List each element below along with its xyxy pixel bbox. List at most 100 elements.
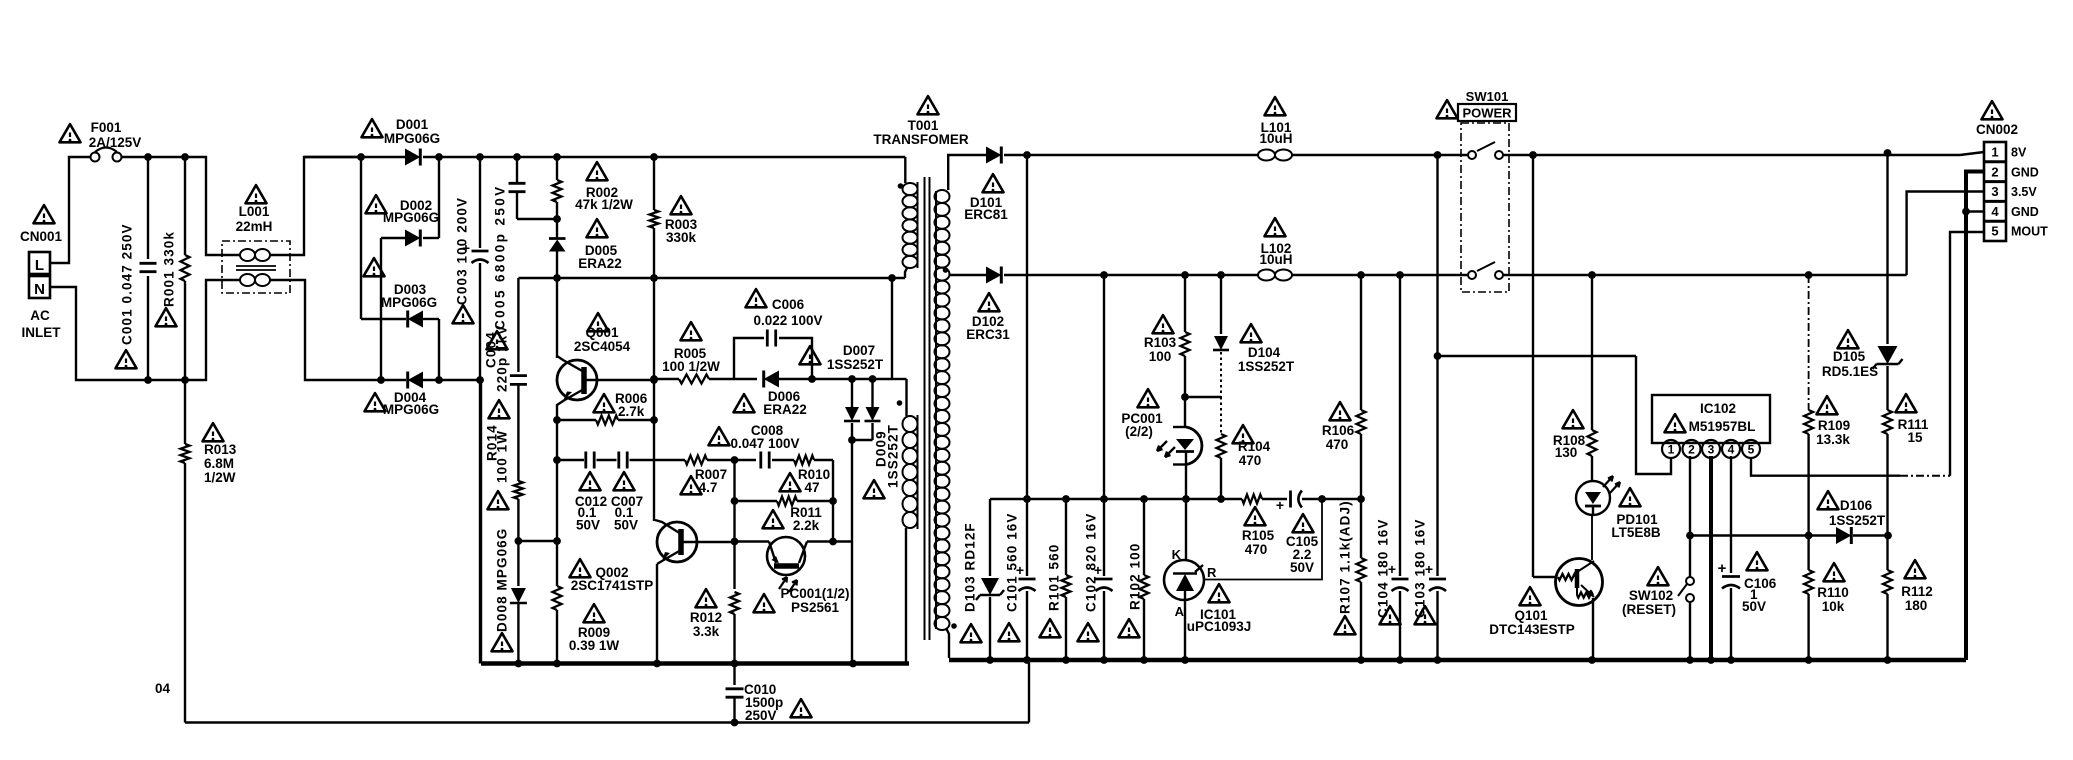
svg-text:100 1/2W: 100 1/2W — [662, 359, 720, 374]
svg-text:C106: C106 — [1744, 576, 1777, 591]
svg-text:C010: C010 — [744, 682, 776, 697]
svg-text:D006: D006 — [768, 389, 801, 404]
svg-text:+: + — [1718, 560, 1727, 577]
svg-text:3.3k: 3.3k — [693, 624, 720, 639]
svg-text:LT5E8B: LT5E8B — [1611, 525, 1661, 540]
svg-text:5: 5 — [1991, 224, 1998, 239]
svg-text:47: 47 — [804, 480, 819, 495]
svg-text:MPG06G: MPG06G — [383, 402, 439, 417]
svg-text:1/2W: 1/2W — [204, 470, 236, 485]
svg-text:R101 560: R101 560 — [1046, 544, 1061, 611]
svg-text:5: 5 — [1748, 443, 1755, 457]
svg-text:C102 820 16V: C102 820 16V — [1083, 512, 1098, 612]
svg-text:3.5V: 3.5V — [2011, 185, 2037, 199]
svg-text:4: 4 — [1728, 443, 1735, 457]
svg-text:50V: 50V — [1742, 599, 1766, 614]
svg-text:ERA22: ERA22 — [763, 402, 807, 417]
svg-text:2.2: 2.2 — [1293, 547, 1312, 562]
svg-text:A: A — [1175, 604, 1185, 619]
svg-text:0.047 100V: 0.047 100V — [730, 436, 799, 451]
svg-text:C005 6800p 250V: C005 6800p 250V — [492, 184, 507, 330]
svg-text:R104: R104 — [1238, 439, 1271, 454]
svg-text:0.39 1W: 0.39 1W — [569, 638, 620, 653]
svg-text:L102: L102 — [1261, 241, 1292, 256]
svg-text:PC001(1/2): PC001(1/2) — [780, 586, 849, 601]
svg-text:D009: D009 — [873, 430, 888, 467]
svg-text:100 1W: 100 1W — [494, 430, 509, 483]
svg-text:D104: D104 — [1248, 345, 1281, 360]
svg-text:MPG06G: MPG06G — [384, 131, 440, 146]
svg-text:4: 4 — [1991, 204, 1999, 219]
svg-text:1SS252T: 1SS252T — [1238, 359, 1295, 374]
svg-text:R108: R108 — [1553, 433, 1586, 448]
svg-text:R006: R006 — [615, 391, 648, 406]
svg-text:R: R — [1207, 565, 1217, 580]
svg-text:D103 RD12F: D103 RD12F — [962, 522, 977, 612]
svg-text:10k: 10k — [1822, 599, 1845, 614]
svg-text:TRANSFOMER: TRANSFOMER — [873, 132, 968, 147]
svg-text:+: + — [1425, 561, 1433, 577]
svg-text:Q001: Q001 — [585, 325, 619, 340]
svg-text:R010: R010 — [798, 467, 830, 482]
svg-text:R103: R103 — [1144, 335, 1177, 350]
svg-text:3: 3 — [1991, 184, 1998, 199]
svg-text:GND: GND — [2011, 205, 2039, 219]
svg-text:C006: C006 — [772, 297, 805, 312]
svg-text:T001: T001 — [908, 118, 939, 133]
svg-text:(2/2): (2/2) — [1125, 424, 1153, 439]
svg-text:DTC143ESTP: DTC143ESTP — [1489, 622, 1575, 637]
svg-text:PD101: PD101 — [1616, 512, 1658, 527]
svg-text:10uH: 10uH — [1259, 131, 1292, 146]
svg-text:R007: R007 — [695, 467, 727, 482]
svg-text:50V: 50V — [576, 518, 600, 533]
svg-text:220p 1kV: 220p 1kV — [494, 325, 509, 392]
svg-text:ERA22: ERA22 — [578, 256, 622, 271]
svg-text:M51957BL: M51957BL — [1689, 419, 1756, 434]
svg-text:180: 180 — [1905, 598, 1928, 613]
svg-text:130: 130 — [1555, 445, 1578, 460]
svg-text:PC001: PC001 — [1121, 411, 1163, 426]
svg-text:SW102: SW102 — [1629, 588, 1673, 603]
svg-text:0.1: 0.1 — [615, 505, 634, 520]
svg-text:4.7: 4.7 — [699, 480, 718, 495]
svg-text:ERC81: ERC81 — [964, 207, 1008, 222]
svg-text:+: + — [1388, 561, 1396, 577]
svg-text:GND: GND — [2011, 165, 2039, 179]
svg-text:F001: F001 — [91, 120, 122, 135]
svg-text:POWER: POWER — [1462, 106, 1512, 121]
svg-text:15: 15 — [1907, 430, 1923, 445]
svg-text:2: 2 — [1991, 164, 1998, 179]
svg-text:04: 04 — [155, 681, 171, 696]
svg-text:C104 180 16V: C104 180 16V — [1375, 518, 1390, 618]
svg-text:R102 100: R102 100 — [1127, 543, 1142, 610]
svg-text:uPC1093J: uPC1093J — [1187, 619, 1252, 634]
svg-text:D007: D007 — [843, 343, 875, 358]
svg-text:R107 1.1k(ADJ): R107 1.1k(ADJ) — [1337, 500, 1352, 614]
svg-text:0.022 100V: 0.022 100V — [753, 313, 822, 328]
svg-text:R110: R110 — [1817, 585, 1849, 600]
svg-text:R105: R105 — [1242, 528, 1275, 543]
svg-text:1: 1 — [1750, 587, 1758, 602]
svg-text:R012: R012 — [690, 610, 722, 625]
svg-text:6.8M: 6.8M — [204, 456, 234, 471]
svg-text:R001 330k: R001 330k — [161, 231, 176, 307]
svg-text:ERC31: ERC31 — [966, 327, 1010, 342]
svg-text:3: 3 — [1708, 443, 1715, 457]
svg-text:13.3k: 13.3k — [1816, 432, 1850, 447]
svg-text:+: + — [1276, 497, 1284, 513]
svg-text:INLET: INLET — [22, 325, 62, 340]
svg-text:C001 0.047 250V: C001 0.047 250V — [119, 223, 134, 345]
svg-text:2SC1741STP: 2SC1741STP — [571, 578, 654, 593]
svg-text:470: 470 — [1239, 453, 1262, 468]
svg-text:IC102: IC102 — [1700, 401, 1736, 416]
svg-text:R011: R011 — [790, 505, 822, 520]
svg-text:1SS252T: 1SS252T — [885, 424, 900, 488]
svg-text:R002: R002 — [586, 185, 618, 200]
svg-text:100: 100 — [1149, 349, 1172, 364]
svg-text:R111: R111 — [1898, 417, 1929, 432]
svg-text:RD5.1ES: RD5.1ES — [1822, 364, 1878, 379]
svg-text:D005: D005 — [585, 243, 618, 258]
svg-text:22mH: 22mH — [236, 219, 273, 234]
svg-text:470: 470 — [1245, 542, 1268, 557]
svg-text:D001: D001 — [396, 117, 429, 132]
